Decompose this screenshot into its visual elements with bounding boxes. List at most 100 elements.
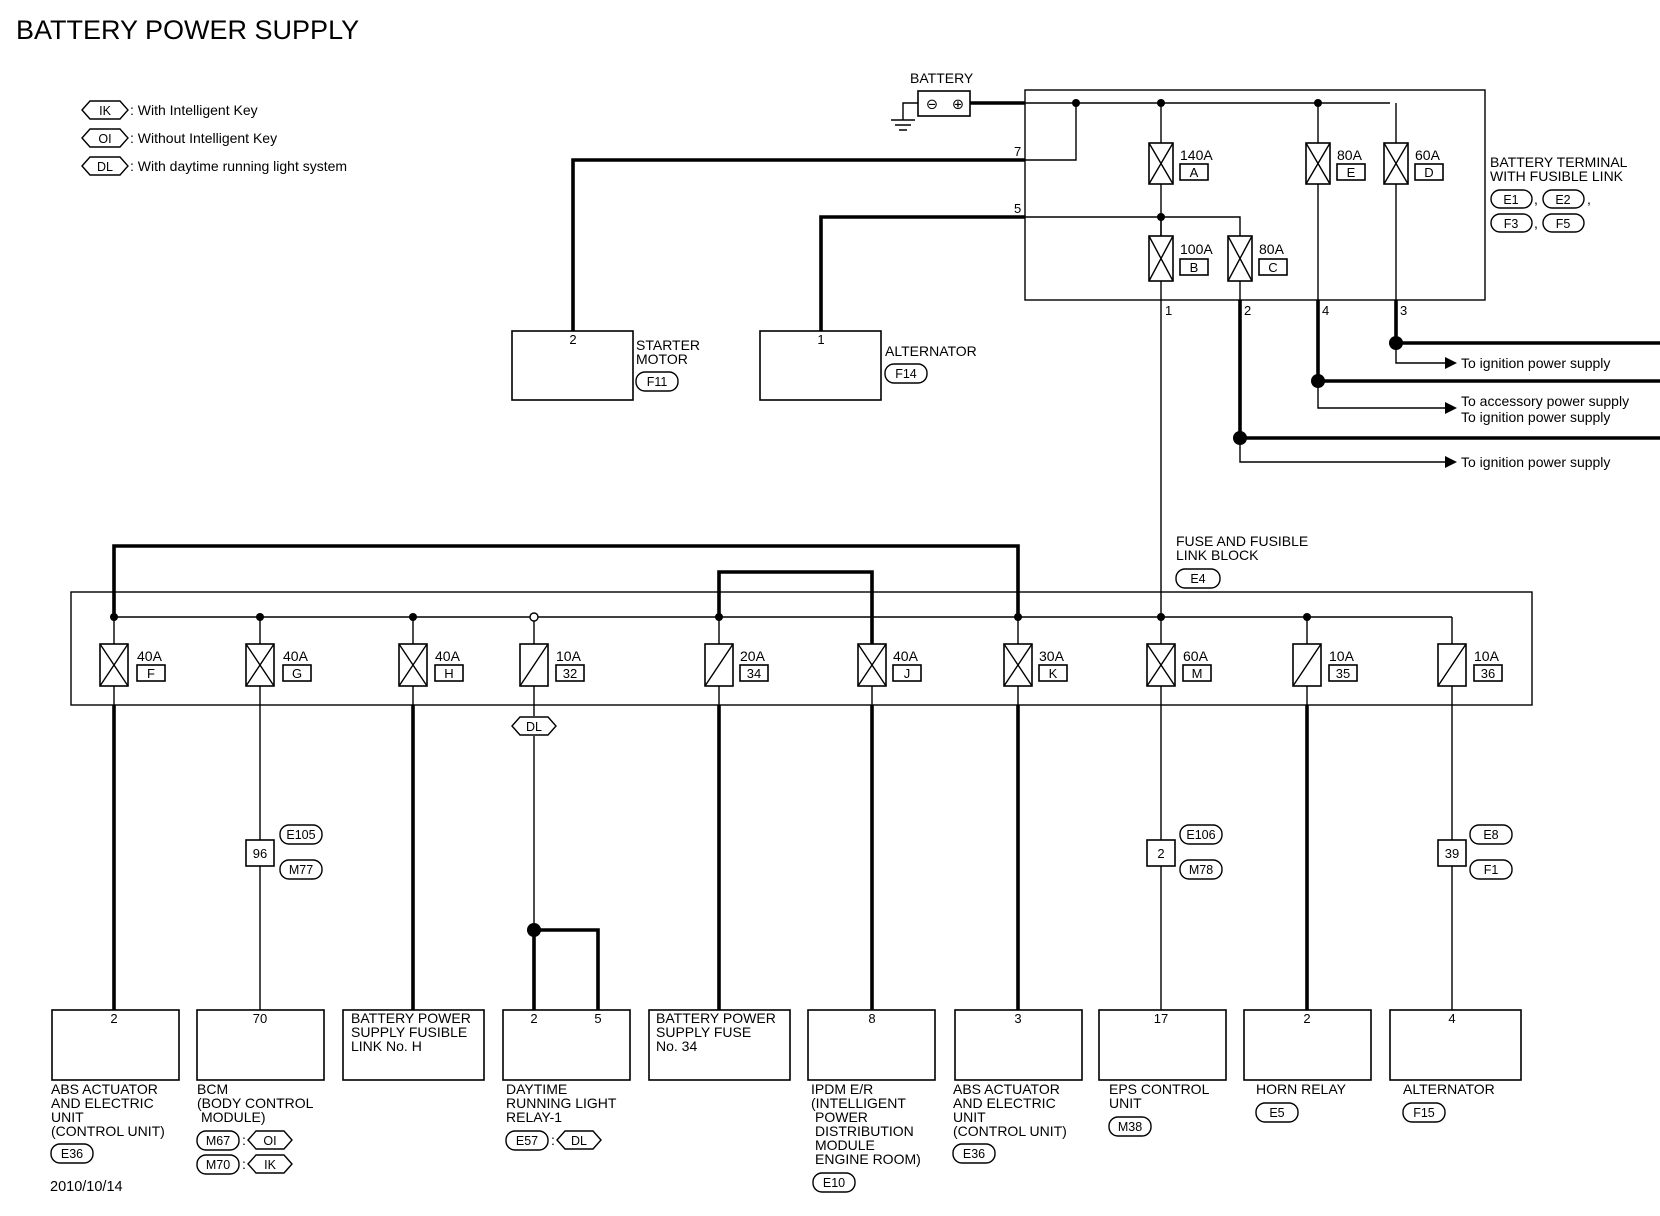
bcm-condition-ik: IK: [264, 1158, 276, 1172]
abs1-label-3: UNIT: [51, 1109, 84, 1125]
fuse-34-id: 34: [747, 666, 761, 681]
fuse-j-rating: 40A: [893, 648, 919, 664]
abs2-label-1: ABS ACTUATOR: [953, 1081, 1060, 1097]
fuse-b-id: B: [1190, 260, 1199, 275]
battery-terminal-label-2: WITH FUSIBLE LINK: [1490, 168, 1624, 184]
ipdm-er: 8 IPDM E/R (INTELLIGENT POWER DISTRIBUTI…: [807, 1009, 936, 1193]
horn-relay: 2 HORN RELAY E5: [1243, 1009, 1372, 1123]
drl-pin-5: 5: [594, 1011, 601, 1026]
bpsf-label-2: SUPPLY FUSE: [656, 1024, 751, 1040]
fuse-h-rating: 40A: [435, 648, 461, 664]
bpsfl-label-2: SUPPLY FUSIBLE: [351, 1024, 467, 1040]
bpsf-label-1: BATTERY POWER: [656, 1010, 776, 1026]
fuse-block-label-1: FUSE AND FUSIBLE: [1176, 533, 1308, 549]
alt2-connector: F15: [1413, 1106, 1435, 1120]
abs1-label-2: AND ELECTRIC: [51, 1095, 154, 1111]
pin-3: 3: [1400, 303, 1407, 318]
output-accessory: To accessory power supply: [1461, 393, 1629, 409]
ipdm-label-5: MODULE: [815, 1137, 875, 1153]
legend-oi: OI : Without Intelligent Key: [81, 128, 277, 148]
alt2-pin: 4: [1448, 1011, 1455, 1026]
diagram-title: BATTERY POWER SUPPLY: [16, 15, 359, 45]
connector-f3: F3: [1504, 217, 1519, 231]
legend-dl-symbol: DL: [97, 160, 113, 174]
abs1-label-4: (CONTROL UNIT): [51, 1123, 165, 1139]
fuse-35-10a: 10A 35: [1292, 643, 1358, 687]
bcm-connector-m70: M70: [206, 1158, 230, 1172]
bcm-pin: 70: [253, 1011, 267, 1026]
bpsfl-label-1: BATTERY POWER: [351, 1010, 471, 1026]
pin-2: 2: [1244, 303, 1251, 318]
fuse-k-rating: 30A: [1039, 648, 1065, 664]
fuse-g-rating: 40A: [283, 648, 309, 664]
alternator-top-connector: F14: [895, 367, 917, 381]
eps-label-2: UNIT: [1109, 1095, 1142, 1111]
drl-pin-2: 2: [530, 1011, 537, 1026]
fuse-m-id: M: [1192, 666, 1203, 681]
bcm-condition-oi: OI: [263, 1134, 276, 1148]
fuse-32-id: 32: [563, 666, 577, 681]
drl-connector: E57: [516, 1134, 538, 1148]
ipdm-connector: E10: [823, 1176, 845, 1190]
svg-text:,: ,: [1534, 215, 1538, 231]
starter-label-1: STARTER: [636, 337, 700, 353]
fuse-m-60a: 60A M: [1146, 643, 1212, 687]
ipdm-label-4: DISTRIBUTION: [815, 1123, 914, 1139]
inline-r-connector-2: F1: [1484, 863, 1499, 877]
fuse-36-rating: 10A: [1474, 648, 1500, 664]
fuse-h-id: H: [444, 666, 453, 681]
abs-actuator-1: 2 ABS ACTUATOR AND ELECTRIC UNIT (CONTRO…: [50, 1009, 180, 1164]
power-supply-outputs: To ignition power supply To accessory po…: [1233, 300, 1660, 470]
fuse-c-id: C: [1268, 260, 1277, 275]
battery-positive-terminal: ⊕: [952, 97, 964, 113]
starter-connector: F11: [647, 375, 668, 389]
daytime-running-light-relay: 2 5 DAYTIME RUNNING LIGHT RELAY-1 E57 : …: [502, 1009, 631, 1151]
legend-dl-text: : With daytime running light system: [130, 158, 347, 174]
legend-ik-symbol: IK: [99, 104, 111, 118]
inline-connector-e105-m77: 96 E105 M77: [245, 824, 323, 880]
bpsfl-label-3: LINK No. H: [351, 1038, 422, 1054]
abs2-label-2: AND ELECTRIC: [953, 1095, 1056, 1111]
fuse-e-rating: 80A: [1337, 147, 1363, 163]
drl-condition-dl: DL: [571, 1134, 587, 1148]
fuse-36-10a: 10A 36: [1437, 643, 1503, 687]
fuse-32-rating: 10A: [556, 648, 582, 664]
ipdm-label-1: IPDM E/R: [811, 1081, 873, 1097]
abs2-connector: E36: [963, 1147, 985, 1161]
eps-pin: 17: [1154, 1011, 1168, 1026]
horn-pin: 2: [1303, 1011, 1310, 1026]
fuse-d-rating: 60A: [1415, 147, 1441, 163]
horn-connector: E5: [1269, 1106, 1284, 1120]
alternator-bottom: 4 ALTERNATOR F15: [1389, 1009, 1522, 1123]
output-wires: [112, 686, 1453, 1010]
alternator-top-label: ALTERNATOR: [885, 343, 977, 359]
fuse-a-rating: 140A: [1180, 147, 1213, 163]
bcm-label-3: MODULE): [201, 1109, 266, 1125]
alternator-top: 1 ALTERNATOR F14: [759, 215, 1025, 401]
fuse-a-id: A: [1190, 165, 1199, 180]
abs1-pin: 2: [110, 1011, 117, 1026]
fuse-d-id: D: [1424, 165, 1433, 180]
fuse-35-id: 35: [1336, 666, 1350, 681]
starter-label-2: MOTOR: [636, 351, 688, 367]
ipdm-label-2: (INTELLIGENT: [811, 1095, 906, 1111]
fuse-a-140a: 140A A: [1148, 142, 1213, 185]
inline-g-pin: 96: [253, 846, 267, 861]
output-ignition-2: To ignition power supply: [1461, 409, 1610, 425]
inline-g-connector-1: E105: [286, 828, 315, 842]
connector-e1: E1: [1503, 193, 1518, 207]
fuse-g-40a: 40A G: [245, 643, 312, 687]
battery-power-supply-fuse-34: BATTERY POWER SUPPLY FUSE No. 34: [648, 1009, 791, 1081]
fuse-b-100a: 100A B: [1148, 235, 1213, 282]
fuse-g-id: G: [292, 666, 302, 681]
ipdm-label-6: ENGINE ROOM): [815, 1151, 921, 1167]
fuse-block-label-2: LINK BLOCK: [1176, 547, 1259, 563]
fuse-b-rating: 100A: [1180, 241, 1213, 257]
fuse-34-rating: 20A: [740, 648, 766, 664]
starter-motor: 2 STARTER MOTOR F11: [511, 158, 1025, 401]
horn-label: HORN RELAY: [1256, 1081, 1347, 1097]
svg-text::: :: [551, 1132, 555, 1148]
legend-oi-symbol: OI: [98, 132, 111, 146]
alternator-top-pin: 1: [817, 332, 824, 347]
inline-m-connector-2: M78: [1189, 863, 1213, 877]
